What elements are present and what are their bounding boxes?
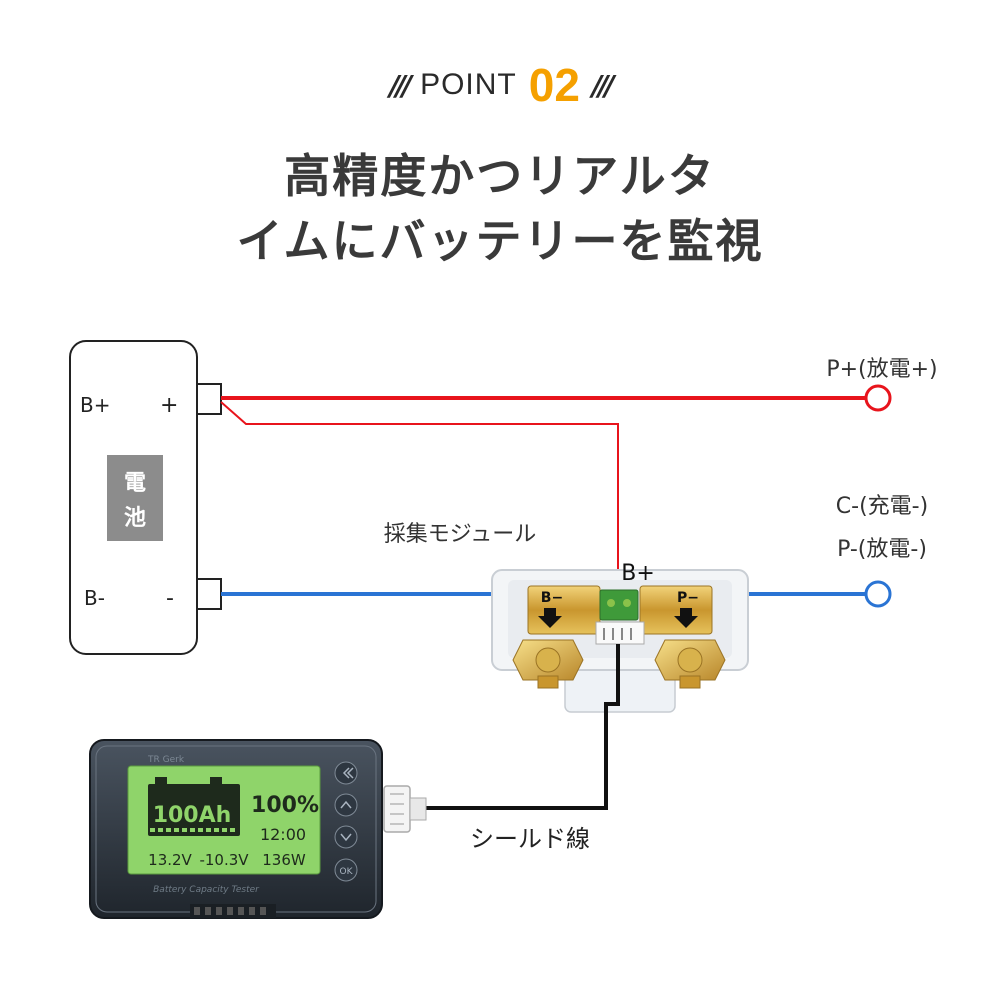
point-number: 02 — [528, 59, 580, 111]
double-chevron-left-icon[interactable] — [334, 761, 358, 785]
battery-b-minus-label: B- — [84, 586, 105, 610]
monitor-brand: TR Gerk — [147, 755, 185, 765]
battery-plus-label: + — [160, 393, 178, 418]
arrow-down-icon — [674, 608, 698, 628]
lcd-level-ticks — [150, 828, 235, 832]
lcd-percent-value: 100% — [251, 793, 319, 818]
p-plus-terminal-ring — [864, 384, 892, 412]
battery-label-box — [107, 455, 163, 541]
p-minus-label: P-(放電-) — [837, 537, 927, 562]
lcd-current-value: -10.3V — [199, 851, 249, 869]
title-line-1: 高精度かつリアルタ — [284, 149, 716, 203]
lcd-capacity-panel — [148, 784, 240, 836]
battery-minus-label: - — [166, 586, 174, 611]
title-line-2: イムにバッテリーを監視 — [236, 214, 764, 268]
battery-b-plus-label: B+ — [80, 393, 110, 417]
monitor-connector-plug — [383, 785, 427, 833]
module-caption: 採集モジュール — [384, 522, 536, 547]
slash-decoration-left: /// — [389, 68, 412, 102]
monitor-pin-header — [190, 904, 276, 918]
battery-positive-terminal — [196, 383, 222, 415]
shield-cable-label: シールド線 — [470, 825, 590, 853]
module-b-minus-plate-label: B− — [541, 590, 563, 606]
positive-sense-wire — [220, 401, 619, 598]
point-heading: /// POINT 02 /// — [0, 60, 1000, 110]
ok-button[interactable]: OK — [334, 858, 358, 882]
module-b-plus-tag: B+ — [621, 561, 655, 586]
module-p-minus-plate-label: P− — [677, 590, 699, 606]
lcd-time-value: 12:00 — [260, 825, 306, 844]
c-minus-label: C-(充電-) — [836, 494, 928, 519]
battery-label-char-2: 池 — [124, 506, 146, 531]
ok-button-label: OK — [340, 867, 354, 877]
battery-negative-terminal — [196, 578, 222, 610]
monitor-model-text: Battery Capacity Tester — [153, 885, 260, 895]
shield-cable — [426, 644, 620, 810]
lcd-power-value: 136W — [262, 851, 306, 869]
chevron-up-icon[interactable] — [334, 793, 358, 817]
green-terminal-block — [599, 589, 639, 621]
lcd-voltage-value: 13.2V — [148, 851, 192, 869]
c-p-minus-terminal-ring — [864, 580, 892, 608]
battery-monitor: 100Ah 100% 12:00 13.2V -10.3V 136W TR Ge… — [89, 739, 383, 919]
point-word: POINT — [420, 68, 517, 101]
arrow-down-icon — [538, 608, 562, 628]
chevron-down-icon[interactable] — [334, 825, 358, 849]
slash-decoration-right: /// — [591, 68, 615, 102]
lcd-capacity-value: 100Ah — [153, 803, 232, 828]
p-plus-label: P+(放電+) — [826, 357, 937, 382]
battery-label-char-1: 電 — [124, 471, 146, 496]
